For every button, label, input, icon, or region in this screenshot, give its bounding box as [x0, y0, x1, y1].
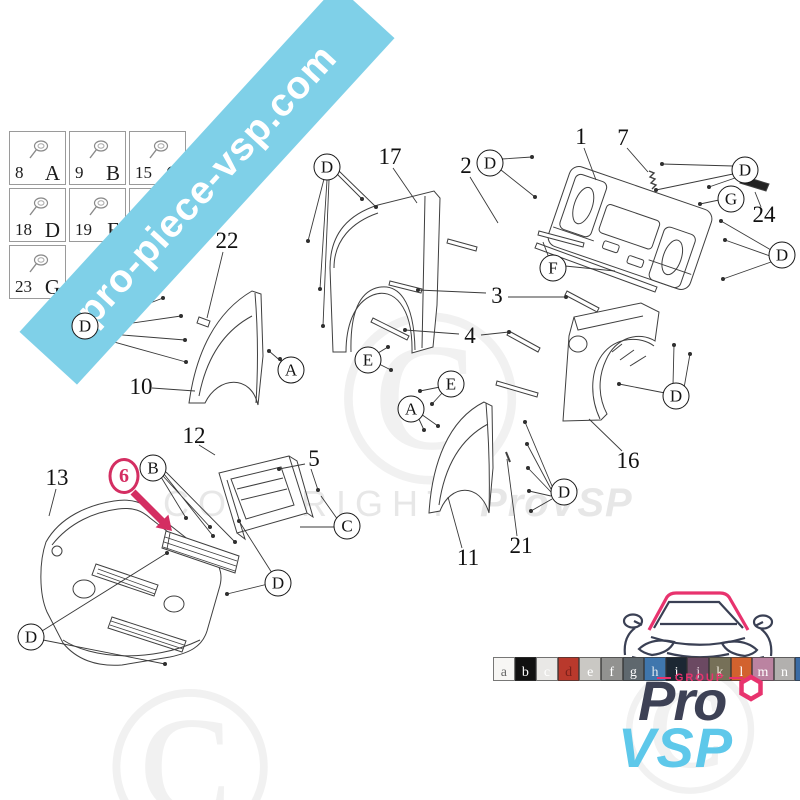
- color-swatch: h: [644, 657, 666, 681]
- swatch-letter: n: [781, 665, 789, 680]
- copyright-symbol-watermarks: © © ©: [103, 256, 763, 800]
- color-swatch: m: [752, 657, 774, 681]
- swatch-letter: e: [587, 665, 594, 680]
- swatch-letter: c: [543, 665, 551, 680]
- part-front-bumper: [40, 499, 222, 666]
- part-rear-arch-liner: [329, 190, 441, 354]
- fastener-icon: [29, 197, 49, 216]
- fastener-icon: [89, 197, 109, 216]
- color-swatch: c: [536, 657, 558, 681]
- part-front-fender-right: [428, 401, 494, 514]
- car-roof-pink: [647, 591, 750, 631]
- legend-letter: A: [44, 161, 60, 185]
- part-rear-quarter-panel: [562, 302, 660, 422]
- color-swatch: e: [579, 657, 601, 681]
- swatch-letter: b: [521, 665, 529, 680]
- legend-box: 9 B: [69, 131, 126, 185]
- part-grille: [161, 530, 240, 574]
- color-swatch: n: [773, 657, 796, 681]
- screw-21: [505, 451, 511, 463]
- legend-part-number: 19: [75, 220, 92, 239]
- color-swatch-strip: a b c d e f g h i j k l m n o: [493, 657, 800, 681]
- trim-bar-24: [739, 175, 770, 192]
- copyright-symbol-bottomleft: ©: [103, 637, 278, 800]
- color-swatch: l: [730, 657, 753, 681]
- color-swatch: i: [665, 657, 688, 681]
- spring-icon: [648, 170, 658, 190]
- legend-part-number: 8: [15, 163, 24, 182]
- swatch-letter: f: [609, 665, 615, 680]
- fastener-dots: [133, 155, 727, 666]
- legend-part-number: 18: [15, 220, 32, 239]
- fastener-icon: [149, 140, 169, 159]
- swatch-letter: l: [739, 665, 744, 680]
- part-front-panel: [218, 455, 314, 541]
- swatch-letter: g: [629, 665, 637, 680]
- color-swatch: j: [687, 657, 709, 681]
- highlight-arrow: [130, 489, 172, 531]
- color-swatch: k: [708, 657, 731, 681]
- legend-box: 18 D: [9, 188, 66, 242]
- fastener-icon: [29, 254, 49, 273]
- swatch-letter: i: [674, 665, 679, 680]
- legend-box: 8 A: [9, 131, 66, 185]
- color-swatch: o: [795, 657, 800, 681]
- legend-part-number: 23: [15, 277, 32, 296]
- legend-letter: B: [105, 161, 120, 185]
- part-rear-panel: [547, 166, 713, 290]
- fastener-icon: [29, 140, 49, 159]
- copyright-symbol-bottomright: ©: [618, 624, 762, 800]
- legend-letter: D: [44, 218, 60, 242]
- swatch-letter: k: [716, 665, 724, 680]
- swatch-letter: a: [500, 665, 507, 680]
- legend-part-number: 9: [75, 163, 84, 182]
- swatch-letter: d: [565, 665, 573, 680]
- part-pillar-trim: [196, 316, 211, 328]
- color-swatch: d: [557, 657, 580, 681]
- color-swatch: g: [622, 657, 645, 681]
- swatch-letter: j: [696, 665, 701, 680]
- color-swatch: b: [514, 657, 537, 681]
- swatch-letter: h: [651, 665, 659, 680]
- legend-part-number: 15: [135, 163, 152, 182]
- color-swatch: f: [600, 657, 623, 681]
- swatch-letter: m: [757, 665, 769, 680]
- part-front-fender-left: [188, 290, 264, 406]
- fastener-icon: [89, 140, 109, 159]
- color-swatch: a: [493, 657, 515, 681]
